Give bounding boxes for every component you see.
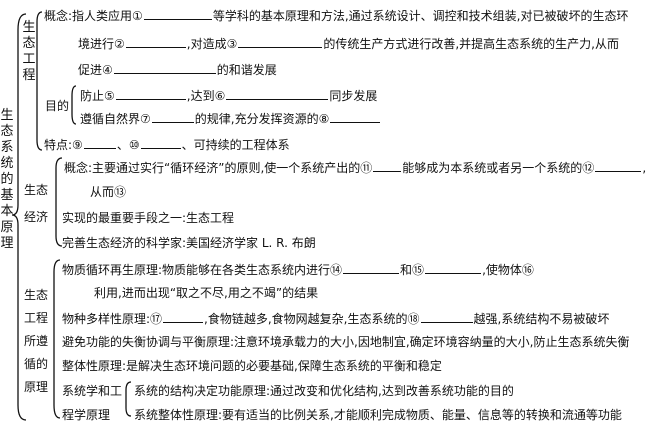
eng-brace — [36, 11, 43, 151]
blank-11 — [373, 160, 402, 172]
econ-title-line2: 经济 — [24, 210, 49, 224]
princ-title-line5: 原理 — [24, 380, 49, 394]
purpose-brace — [71, 85, 77, 125]
princ-brace — [53, 259, 61, 419]
blank-2 — [125, 36, 186, 48]
blank-14 — [343, 262, 400, 274]
econ-concept-line2: 从而⑬ — [90, 185, 127, 199]
econ-title-line1: 生态 — [24, 183, 49, 197]
eng-feature: 特点:⑨、⑩、可持续的工程体系 — [44, 137, 290, 152]
blank-1 — [143, 8, 212, 20]
blank-3 — [238, 36, 323, 48]
blank-17 — [163, 311, 204, 323]
blank-18 — [420, 311, 473, 323]
princ-title-line2: 工程 — [24, 311, 49, 325]
princ-title-line3: 所遵 — [24, 334, 49, 348]
sys-label-line2: 程学原理 — [62, 408, 111, 422]
root-brace — [11, 13, 27, 421]
econ-scientist: 完善生态经济的科学家:美国经济学家 L. R. 布朗 — [62, 236, 316, 250]
princ-holism: 整体性原理:是解决生态环境问题的必要基础,保障生态系统的平衡和稳定 — [62, 359, 442, 373]
sys-structure: 系统的结构决定功能原理:通过改变和优化结构,达到改善系统功能的目的 — [134, 384, 514, 398]
blank-5 — [115, 88, 186, 100]
purpose-label: 目的 — [45, 99, 70, 113]
sys-whole: 系统整体性原理:要有适当的比例关系,才能顺利完成物质、能量、信息等的转换和流通等… — [134, 408, 622, 422]
princ-cycle-line2: 利用,进而出现“取之不尽,用之不竭”的结果 — [94, 286, 319, 300]
princ-title-line1: 生态 — [24, 288, 49, 302]
sys-label-line1: 系统学和工 — [62, 384, 123, 398]
blank-4 — [113, 62, 216, 74]
blank-12 — [595, 160, 642, 172]
blank-7 — [151, 111, 194, 123]
blank-9 — [83, 137, 116, 149]
sys-brace — [125, 381, 132, 417]
blank-8 — [330, 111, 381, 123]
princ-title-line4: 循的 — [24, 357, 49, 371]
econ-means: 实现的最重要手段之一:生态工程 — [62, 211, 235, 225]
root-title: 生态系统的基本原理 — [0, 108, 14, 251]
econ-brace — [55, 157, 63, 247]
blank-6 — [226, 88, 329, 100]
blank-10 — [140, 137, 181, 149]
eng-title: 生态工程 — [22, 20, 36, 83]
blank-15 — [425, 262, 482, 274]
princ-coordination: 避免功能的失衡协调与平衡原理:注意环境承载力的大小,因地制宜,确定环境容纳量的大… — [62, 335, 630, 349]
